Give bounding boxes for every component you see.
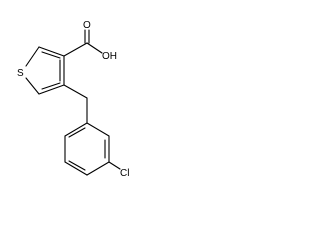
chemical-structure: S OH O Cl [16, 18, 134, 179]
bond-c5-s [25, 77, 40, 95]
sulfur-label: S [17, 68, 24, 79]
carbonyl-oxygen-label-bg [82, 18, 92, 31]
bond-ar-inner-b [68, 160, 86, 171]
bond-c-oh [86, 42, 103, 54]
bond-c2-c3 [38, 46, 65, 57]
hydroxyl-label-bg [101, 49, 119, 62]
bond-ar-inner-c [68, 127, 86, 138]
bond-ar-4-5 [64, 161, 88, 176]
sulfur-label-bg [16, 66, 26, 79]
bond-c3-carboxyl [63, 42, 88, 57]
chlorine-label-bg [119, 166, 134, 179]
thiophene-ring [25, 46, 65, 95]
bond-s-c2 [25, 46, 40, 67]
bond-c4-c5 [38, 84, 65, 95]
bond-c4-c5-inner [41, 82, 61, 90]
hydroxyl-label: OH [102, 51, 117, 62]
carbonyl-oxygen-label: O [83, 20, 91, 31]
bond-ar-1-2 [86, 122, 110, 137]
bond-c4-ch2 [63, 84, 88, 99]
chlorine-label: Cl [120, 168, 129, 179]
methylene-bridge [63, 84, 88, 124]
bond-ar-3-4 [86, 161, 110, 176]
chlorophenyl-ring [64, 122, 121, 176]
bond-ar-cl [108, 161, 121, 170]
bond-c2-c3-inner [41, 51, 61, 59]
bond-ar-6-1 [64, 122, 88, 137]
carboxylic-acid-group [63, 29, 103, 57]
